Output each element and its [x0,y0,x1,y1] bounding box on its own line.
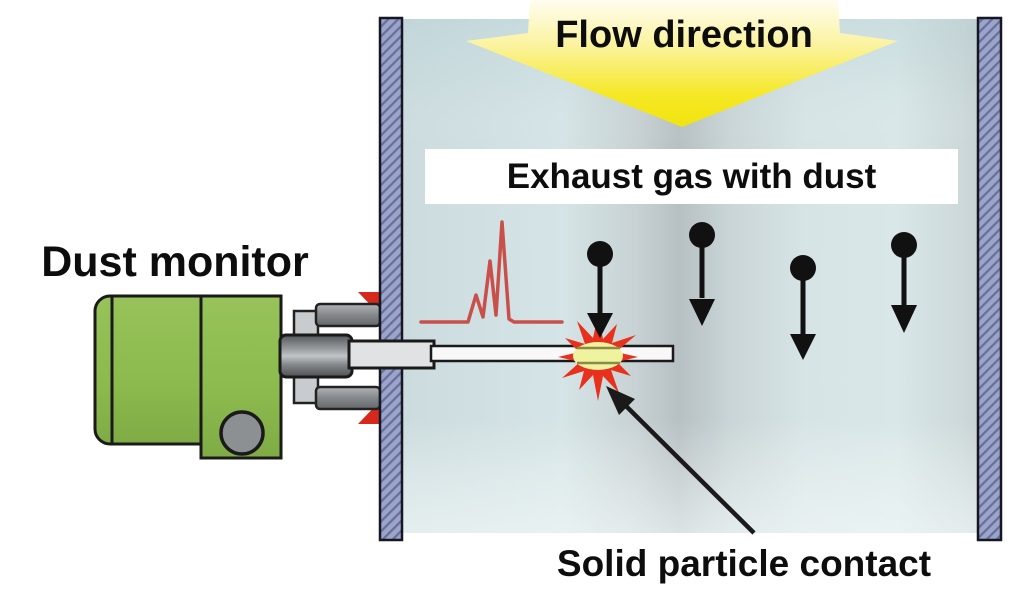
exhaust-gas-label: Exhaust gas with dust [506,156,877,196]
dust-monitor-label: Dust monitor [41,238,309,286]
duct-wall-left [378,16,404,542]
dust-particle-icon [891,232,917,333]
dust-particle-icon [790,255,816,360]
dust-particles [587,222,917,360]
impact-starburst-icon [558,315,638,401]
probe-base [347,339,436,370]
solid-particle-contact-label: Solid particle contact [556,543,932,584]
dust-particle-icon [587,241,613,338]
probe-rod [429,344,675,363]
flow-direction-label: Flow direction [555,14,813,56]
exhaust-gas-label-box: Exhaust gas with dust [425,149,958,204]
dust-particle-icon [689,222,715,326]
flow-direction-arrow-icon [466,0,898,127]
contact-pointer-arrow-icon [606,386,756,535]
monitor-coupling [278,333,354,379]
duct-wall-right [976,16,1003,542]
signal-spike-icon [419,220,564,324]
monitor-knob [219,410,265,456]
